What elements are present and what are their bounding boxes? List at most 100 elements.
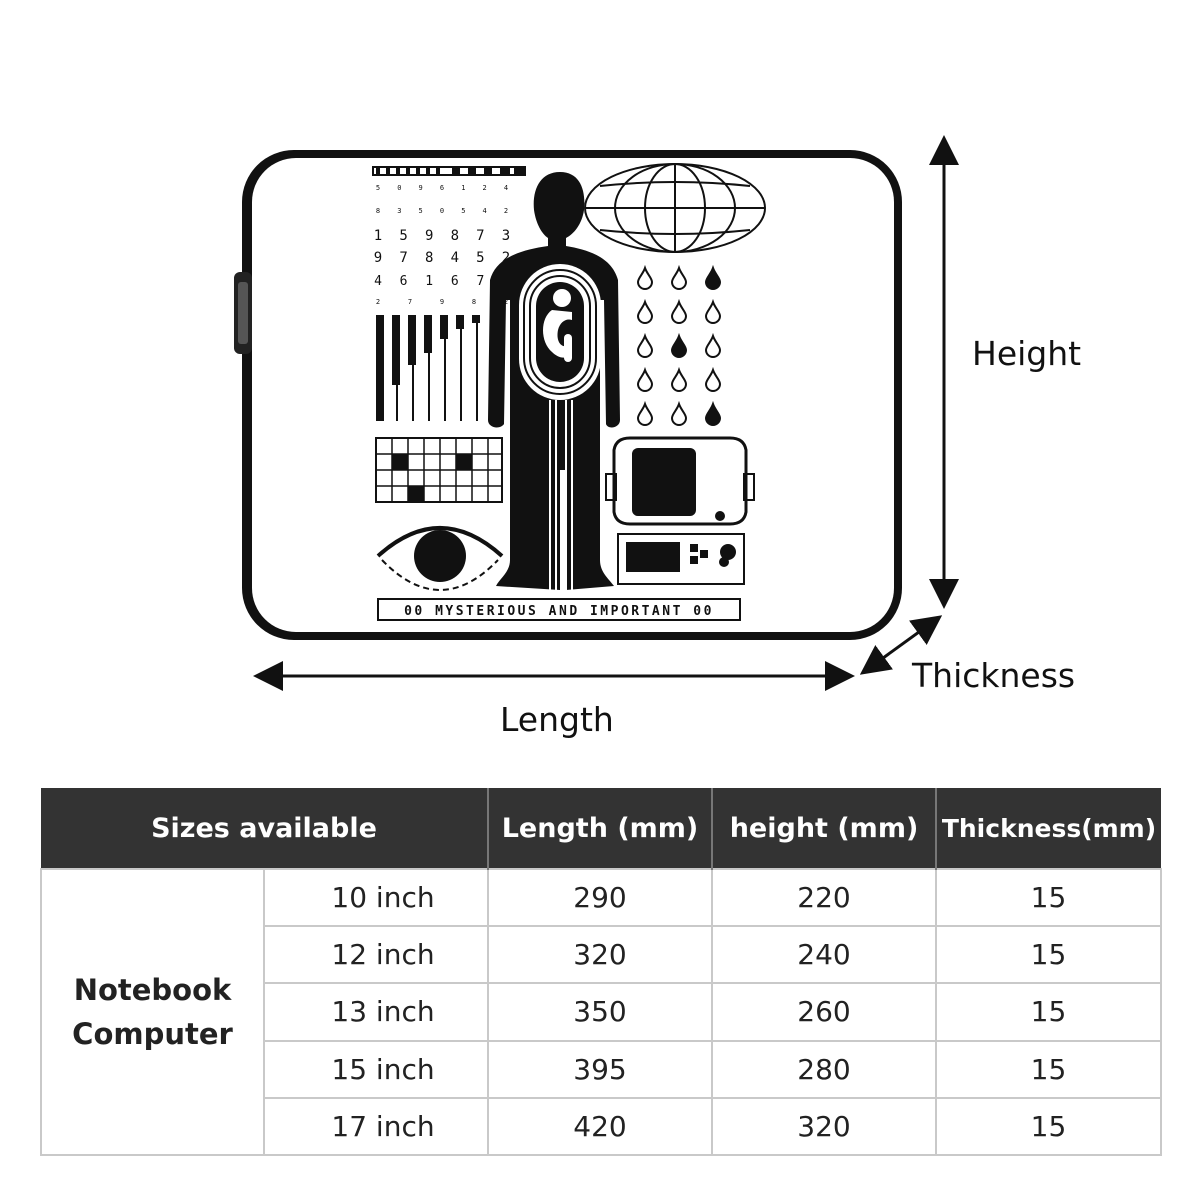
drop-icon bbox=[670, 400, 688, 426]
eye-chart-digit: 3 bbox=[397, 207, 401, 215]
eye-chart-digit: 8 bbox=[451, 228, 459, 244]
table-header-row: Sizes available Length (mm) height (mm) … bbox=[41, 788, 1161, 869]
eye-chart-digit: 0 bbox=[440, 207, 444, 215]
eye-chart-digit: 1 bbox=[461, 184, 465, 192]
drop-icon bbox=[636, 298, 654, 324]
height-cell: 220 bbox=[711, 867, 937, 928]
eye-chart-digit: 4 bbox=[451, 250, 459, 266]
header-height: height (mm) bbox=[712, 788, 937, 869]
drop-icon bbox=[670, 332, 688, 358]
category-cell: Notebook Computer bbox=[40, 868, 265, 1156]
laptop-sleeve-illustration: 5096124835054215987397845246167327982 bbox=[234, 135, 959, 691]
table-row: Notebook Computer 10 inch 290 220 15 bbox=[40, 867, 1162, 1156]
height-cell: 240 bbox=[711, 925, 937, 985]
fetus-icon bbox=[543, 289, 572, 362]
length-cell: 395 bbox=[487, 1039, 713, 1099]
ruler-bar bbox=[372, 166, 526, 176]
eye-chart-digit: 0 bbox=[397, 184, 401, 192]
thickness-cell: 15 bbox=[935, 867, 1162, 928]
print-graphic: 5096124835054215987397845246167327982 bbox=[372, 163, 766, 621]
table-row: 15 inch 395 280 15 bbox=[41, 1039, 1162, 1099]
product-figure: 5096124835054215987397845246167327982 bbox=[234, 135, 1082, 739]
rain-drops bbox=[636, 264, 722, 426]
table-row: 17 inch 420 320 15 bbox=[41, 1096, 1162, 1157]
drop-icon bbox=[704, 366, 722, 392]
drop-icon bbox=[704, 298, 722, 324]
thickness-cell: 15 bbox=[935, 925, 1162, 985]
size-cell: 13 inch bbox=[263, 982, 489, 1042]
eye-chart-digit: 6 bbox=[440, 184, 444, 192]
keyboard-icon bbox=[617, 533, 745, 585]
eye-chart-digit: 1 bbox=[425, 274, 433, 289]
eye-chart-digit: 8 bbox=[425, 250, 433, 266]
length-cell: 420 bbox=[487, 1096, 713, 1157]
drop-icon bbox=[704, 400, 722, 426]
size-table: Sizes available Length (mm) height (mm) … bbox=[40, 788, 1162, 1157]
eye-chart-digit: 6 bbox=[400, 274, 408, 289]
thickness-cell: 15 bbox=[935, 1096, 1162, 1157]
bar-pattern bbox=[376, 315, 480, 421]
drop-icon bbox=[670, 366, 688, 392]
length-cell: 320 bbox=[487, 925, 713, 985]
drop-icon bbox=[670, 298, 688, 324]
eye-chart-digit: 9 bbox=[374, 250, 382, 266]
eye-chart-digit: 5 bbox=[461, 207, 465, 215]
eye-chart-digit: 5 bbox=[376, 184, 380, 192]
table-row: 12 inch 320 240 15 bbox=[41, 925, 1162, 985]
eye-chart-digit: 6 bbox=[451, 274, 459, 289]
eye-chart-digit: 9 bbox=[425, 228, 433, 244]
size-cell: 12 inch bbox=[263, 925, 489, 985]
eye-chart-digit: 7 bbox=[399, 250, 407, 266]
thickness-cell: 15 bbox=[935, 1039, 1162, 1099]
height-label: Height bbox=[972, 334, 1082, 373]
drop-icon bbox=[704, 332, 722, 358]
size-cell: 10 inch bbox=[263, 867, 489, 928]
human-figure bbox=[488, 172, 620, 590]
eye-chart-digit: 9 bbox=[440, 298, 444, 306]
size-cell: 15 inch bbox=[263, 1039, 489, 1099]
eye-chart-digit: 2 bbox=[504, 298, 508, 306]
eye-chart-digit: 2 bbox=[483, 184, 487, 192]
caption-box bbox=[377, 598, 741, 621]
length-cell: 350 bbox=[487, 982, 713, 1042]
eye-chart-digit: 7 bbox=[476, 228, 484, 244]
header-length: Length (mm) bbox=[488, 788, 713, 869]
eye-chart-digit: 9 bbox=[419, 184, 423, 192]
eye-chart-digit: 8 bbox=[472, 298, 476, 306]
eye-chart-digit: 5 bbox=[399, 228, 407, 244]
drop-icon bbox=[636, 332, 654, 358]
eye-chart: 5096124835054215987397845246167327982 bbox=[374, 184, 510, 306]
eye-chart-digit: 3 bbox=[502, 228, 510, 244]
size-cell: 17 inch bbox=[263, 1096, 489, 1157]
eye-chart-digit: 2 bbox=[504, 207, 508, 215]
eye-chart-digit: 1 bbox=[374, 228, 382, 244]
eye-chart-digit: 2 bbox=[502, 250, 510, 266]
header-sizes: Sizes available bbox=[41, 788, 489, 869]
drop-icon bbox=[670, 264, 688, 290]
grid-pattern bbox=[375, 437, 503, 503]
eye-chart-digit: 4 bbox=[483, 207, 487, 215]
eye-chart-digit: 5 bbox=[476, 250, 484, 266]
eye-chart-digit: 8 bbox=[376, 207, 380, 215]
height-cell: 320 bbox=[711, 1096, 937, 1157]
length-cell: 290 bbox=[487, 867, 713, 928]
eye-chart-digit: 4 bbox=[374, 274, 382, 289]
eye-chart-digit: 4 bbox=[504, 184, 508, 192]
drop-icon bbox=[636, 264, 654, 290]
height-cell: 280 bbox=[711, 1039, 937, 1099]
globe-icon bbox=[584, 163, 766, 253]
eye-chart-digit: 7 bbox=[408, 298, 412, 306]
thickness-label: Thickness bbox=[912, 656, 1076, 695]
height-cell: 260 bbox=[711, 982, 937, 1042]
eye-symbol bbox=[376, 526, 504, 591]
drop-icon bbox=[636, 400, 654, 426]
thickness-arrow bbox=[859, 615, 943, 675]
print-caption: 00 MYSTERIOUS AND IMPORTANT 00 bbox=[404, 604, 714, 619]
drop-icon bbox=[704, 264, 722, 290]
eye-chart-digit: 5 bbox=[419, 207, 423, 215]
length-label: Length bbox=[500, 700, 614, 739]
table-row: 13 inch 350 260 15 bbox=[41, 982, 1162, 1042]
drop-icon bbox=[636, 366, 654, 392]
header-thickness: Thickness(mm) bbox=[936, 788, 1161, 869]
eye-chart-digit: 2 bbox=[376, 298, 380, 306]
